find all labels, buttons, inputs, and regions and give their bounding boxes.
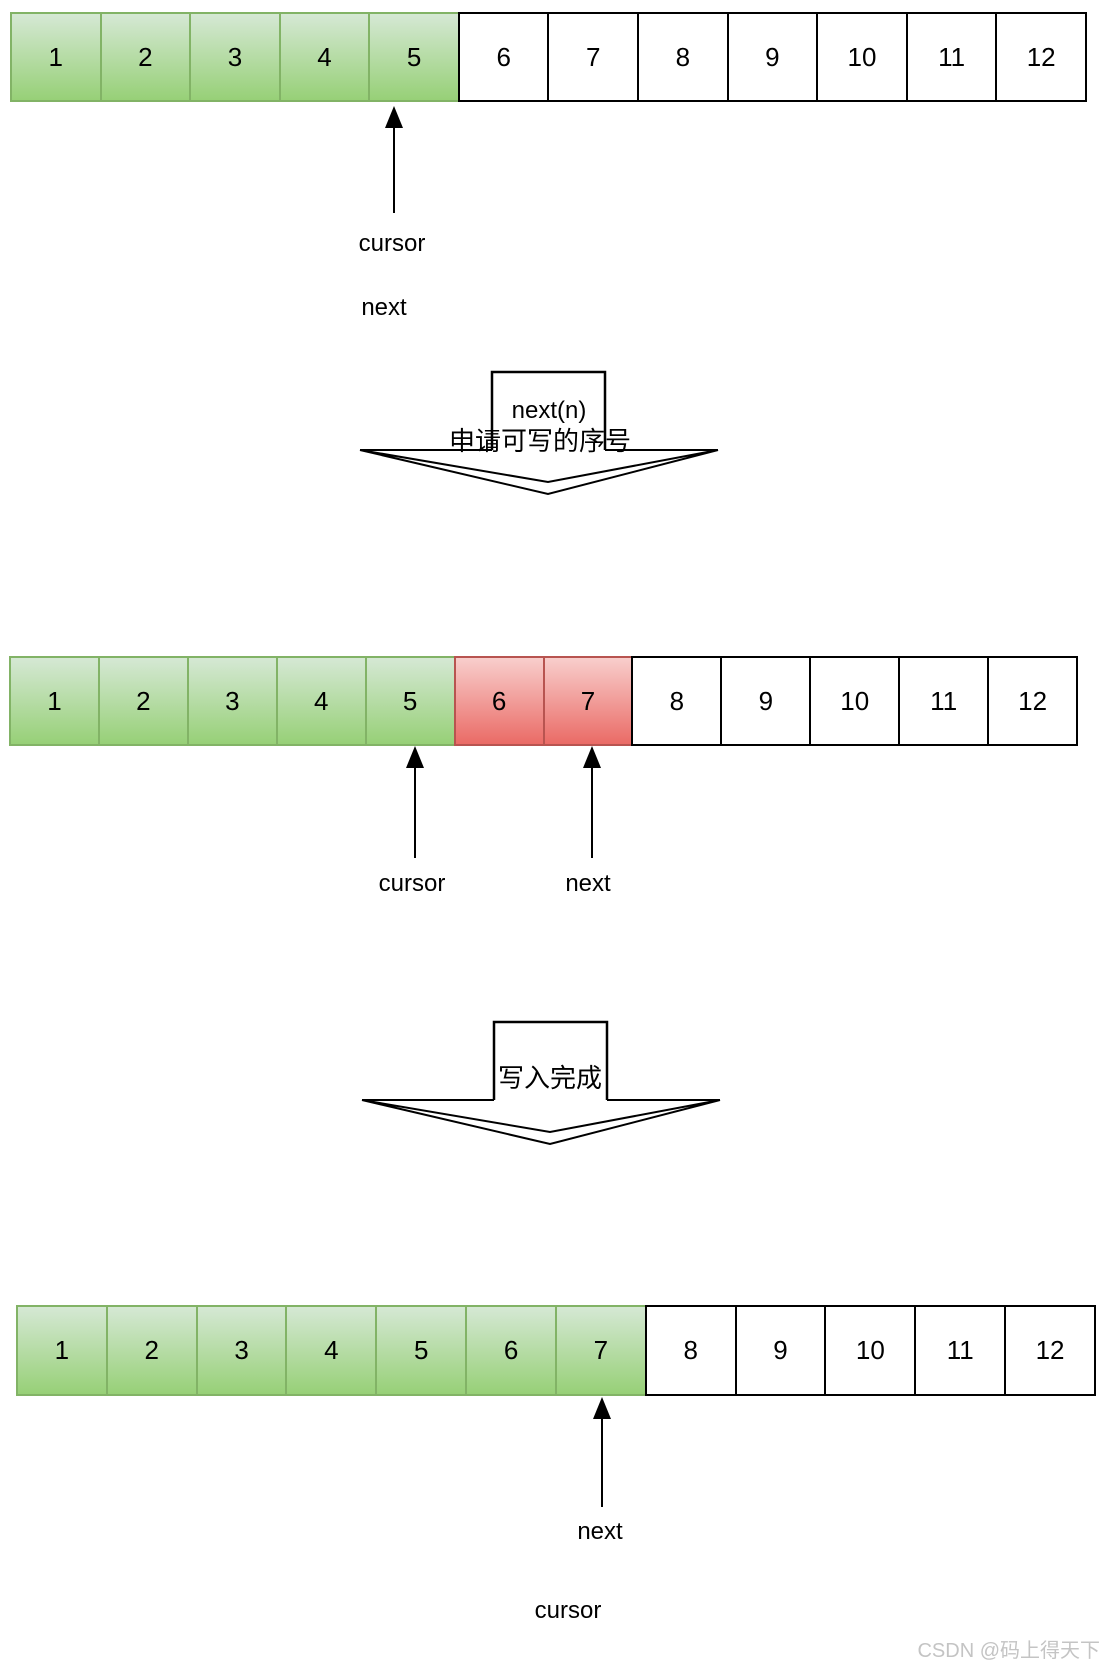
buffer-row-2: 1 2 3 4 5 6 7 8 9 10 11 12 [9, 656, 1079, 746]
buffer-cell: 2 [105, 1305, 198, 1396]
arrow-shaft [601, 1419, 603, 1507]
buffer-cell: 3 [186, 656, 278, 746]
buffer-cell: 2 [99, 12, 192, 102]
pointer-label-next: next [577, 1518, 623, 1545]
arrow-shaft [414, 768, 416, 858]
buffer-cell: 10 [816, 12, 908, 102]
pointer-arrow-cursor [406, 746, 424, 858]
buffer-row-3: 1 2 3 4 5 6 7 8 9 10 11 12 [16, 1305, 1096, 1396]
buffer-cell: 7 [554, 1305, 647, 1396]
flow-arrow-down-1 [359, 370, 719, 496]
arrow-head-icon [406, 746, 424, 768]
buffer-cell: 5 [368, 12, 460, 102]
pointer-arrow-next [583, 746, 601, 858]
buffer-cell: 9 [720, 656, 812, 746]
pointer-label-cursor: cursor [378, 870, 446, 897]
buffer-cell: 7 [542, 656, 634, 746]
buffer-cell: 3 [195, 1305, 288, 1396]
arrow-head-icon [583, 746, 601, 768]
buffer-cell: 8 [644, 1305, 737, 1396]
arrow-shaft [591, 768, 593, 858]
buffer-cell: 10 [809, 656, 901, 746]
buffer-cell: 5 [364, 656, 456, 746]
pointer-label-next: next [565, 870, 611, 897]
buffer-cell: 2 [97, 656, 189, 746]
buffer-cell: 7 [547, 12, 640, 102]
flow-arrow-chevron [359, 449, 719, 496]
buffer-cell: 1 [16, 1305, 108, 1396]
flow-arrow-box-label: next(n) [511, 397, 587, 424]
pointer-label-next: next [361, 294, 407, 321]
buffer-cell: 11 [914, 1305, 1007, 1396]
buffer-cell: 9 [734, 1305, 827, 1396]
buffer-cell: 11 [905, 12, 998, 102]
flow-arrow-caption: 申请可写的序号 [448, 426, 631, 456]
buffer-cell: 4 [275, 656, 367, 746]
buffer-cell: 6 [465, 1305, 557, 1396]
buffer-cell: 1 [10, 12, 102, 102]
buffer-cell: 6 [453, 656, 545, 746]
buffer-cell: 8 [631, 656, 723, 746]
pointer-arrow-next-cursor [593, 1397, 611, 1507]
buffer-cell: 4 [285, 1305, 378, 1396]
arrow-head-icon [385, 106, 403, 128]
buffer-cell: 3 [189, 12, 281, 102]
arrow-head-icon [593, 1397, 611, 1419]
buffer-row-1: 1 2 3 4 5 6 7 8 9 10 11 12 [10, 12, 1087, 102]
flow-arrow-caption: 写入完成 [497, 1063, 602, 1093]
buffer-cell: 8 [637, 12, 729, 102]
flow-arrow-chevron [361, 1099, 721, 1146]
arrow-shaft [393, 128, 395, 213]
buffer-cell: 4 [278, 12, 371, 102]
flow-arrow-down-2 [361, 1020, 721, 1146]
buffer-cell: 5 [375, 1305, 468, 1396]
buffer-cell: 9 [726, 12, 819, 102]
buffer-cell: 11 [898, 656, 990, 746]
buffer-cell: 12 [1004, 1305, 1096, 1396]
watermark: CSDN @码上得天下 [917, 1640, 1100, 1662]
pointer-label-cursor: cursor [534, 1597, 602, 1624]
pointer-label-cursor: cursor [358, 230, 426, 257]
flow-arrow-notch-box [490, 370, 607, 450]
buffer-cell: 10 [824, 1305, 917, 1396]
flow-arrow-notch-box [492, 1020, 609, 1100]
pointer-arrow-cursor-next [385, 106, 403, 213]
buffer-cell: 6 [457, 12, 550, 102]
buffer-cell: 12 [995, 12, 1087, 102]
buffer-cell: 1 [9, 656, 100, 746]
buffer-cell: 12 [987, 656, 1079, 746]
